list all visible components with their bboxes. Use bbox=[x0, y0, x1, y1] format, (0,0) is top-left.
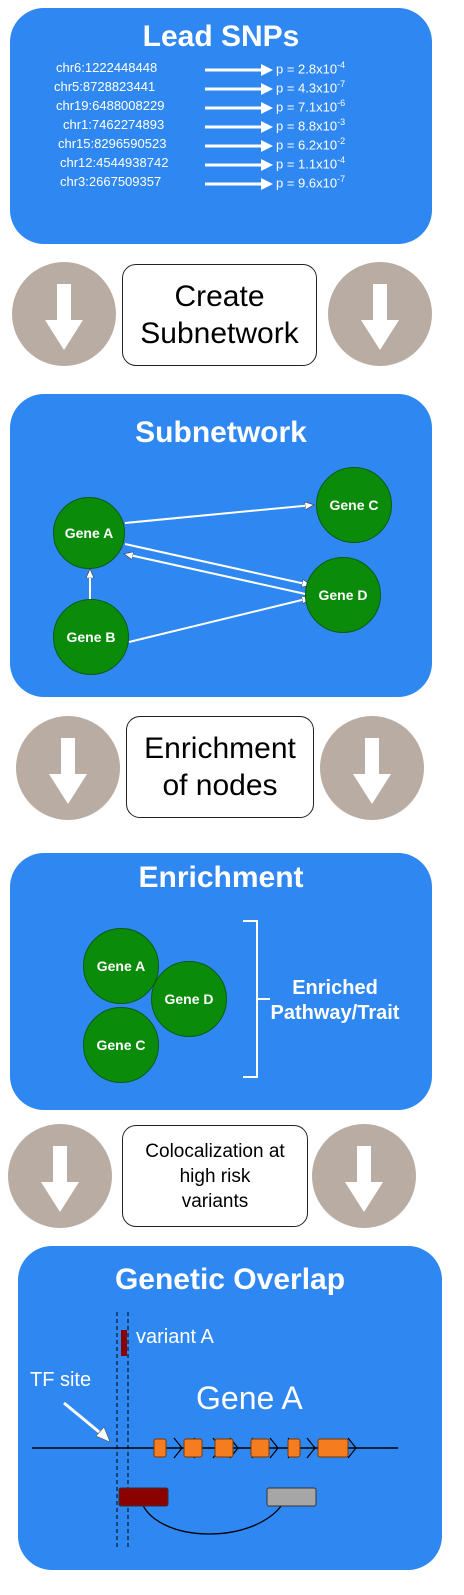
down-arrow-icon bbox=[328, 262, 432, 366]
down-arrow-icon bbox=[12, 262, 116, 366]
tf-site-label: TF site bbox=[30, 1369, 92, 1391]
network-edges bbox=[10, 394, 432, 643]
p-value: p = 6.2x10-2 bbox=[276, 136, 346, 153]
down-arrow-icon bbox=[320, 716, 424, 820]
step-line: of nodes bbox=[162, 769, 278, 802]
right-arrow-icon bbox=[205, 102, 273, 114]
subnetwork-panel: Subnetwork Gene A Gene B Gene C Gene D bbox=[10, 394, 432, 697]
enrichment-panel: Enrichment Gene A Gene D Gene C Enriched… bbox=[10, 853, 432, 1110]
snp-row: chr6:1222448448 p = 2.8x10-4 bbox=[10, 60, 432, 80]
p-value: p = 9.6x10-7 bbox=[276, 174, 346, 191]
snp-position: chr15:8296590523 bbox=[58, 136, 167, 151]
genetic-overlap-panel: Genetic Overlap bbox=[18, 1246, 442, 1570]
label-line: Pathway/Trait bbox=[270, 1002, 400, 1024]
lead-snps-title: Lead SNPs bbox=[142, 20, 300, 53]
right-arrow-icon bbox=[205, 83, 273, 95]
step-line: Colocalization at bbox=[145, 1140, 285, 1162]
gene-c-node: Gene C bbox=[83, 1007, 159, 1083]
right-arrow-icon bbox=[205, 178, 273, 190]
step-line: variants bbox=[181, 1190, 249, 1212]
p-value: p = 2.8x10-4 bbox=[276, 60, 346, 77]
p-value: p = 8.8x10-3 bbox=[276, 117, 346, 134]
snp-position: chr6:1222448448 bbox=[56, 60, 158, 75]
down-arrow-icon bbox=[312, 1124, 416, 1228]
down-arrow-icon bbox=[16, 716, 120, 820]
snp-position: chr12:4544938742 bbox=[60, 155, 169, 170]
step-line: Enrichment bbox=[144, 732, 296, 765]
gene-a-node: Gene A bbox=[83, 928, 159, 1004]
genetic-overlap-title: Genetic Overlap bbox=[114, 1263, 346, 1296]
enrichment-of-nodes-step: Enrichment of nodes bbox=[126, 716, 314, 818]
p-value: p = 1.1x10-4 bbox=[276, 155, 346, 172]
right-arrow-icon bbox=[205, 159, 273, 171]
snp-position: chr3:2667509357 bbox=[60, 174, 162, 189]
snp-row: chr19:6488008229 p = 7.1x10-6 bbox=[10, 98, 432, 118]
snp-row: chr3:2667509357 p = 9.6x10-7 bbox=[10, 174, 432, 194]
snp-row: chr15:8296590523 p = 6.2x10-2 bbox=[10, 136, 432, 156]
p-value: p = 4.3x10-7 bbox=[276, 79, 346, 96]
step-line: high risk bbox=[179, 1165, 251, 1187]
snp-position: chr1:7462274893 bbox=[63, 117, 165, 132]
snp-row: chr1:7462274893 p = 8.8x10-3 bbox=[10, 117, 432, 137]
snp-position: chr5:8728823441 bbox=[54, 79, 156, 94]
gene-diagram bbox=[32, 1312, 398, 1548]
right-arrow-icon bbox=[205, 140, 273, 152]
snp-row: chr5:8728823441 p = 4.3x10-7 bbox=[10, 79, 432, 99]
snp-row: chr12:4544938742 p = 1.1x10-4 bbox=[10, 155, 432, 175]
step-line: Create bbox=[174, 280, 265, 313]
down-arrow-icon bbox=[8, 1124, 112, 1228]
gene-b-node: Gene B bbox=[53, 599, 129, 675]
right-arrow-icon bbox=[205, 121, 273, 133]
variant-marker bbox=[121, 1330, 127, 1356]
enrichment-title: Enrichment bbox=[138, 861, 304, 894]
step-line: Subnetwork bbox=[140, 317, 299, 350]
bracket-icon bbox=[243, 920, 270, 1078]
gene-c-node: Gene C bbox=[316, 467, 392, 543]
colocalization-step: Colocalization at high risk variants bbox=[122, 1125, 308, 1227]
snp-position: chr19:6488008229 bbox=[56, 98, 165, 113]
lead-snps-panel: Lead SNPs chr6:1222448448 p = 2.8x10-4 c… bbox=[10, 8, 432, 244]
label-line: Enriched bbox=[292, 977, 378, 999]
subnetwork-title: Subnetwork bbox=[135, 416, 307, 449]
p-value: p = 7.1x10-6 bbox=[276, 98, 346, 115]
gene-d-node: Gene D bbox=[151, 961, 227, 1037]
variant-label: variant A bbox=[136, 1326, 214, 1348]
gene-label: Gene A bbox=[196, 1380, 303, 1416]
right-arrow-icon bbox=[205, 64, 273, 76]
gene-d-node: Gene D bbox=[305, 557, 381, 633]
gene-a-node: Gene A bbox=[53, 497, 125, 569]
